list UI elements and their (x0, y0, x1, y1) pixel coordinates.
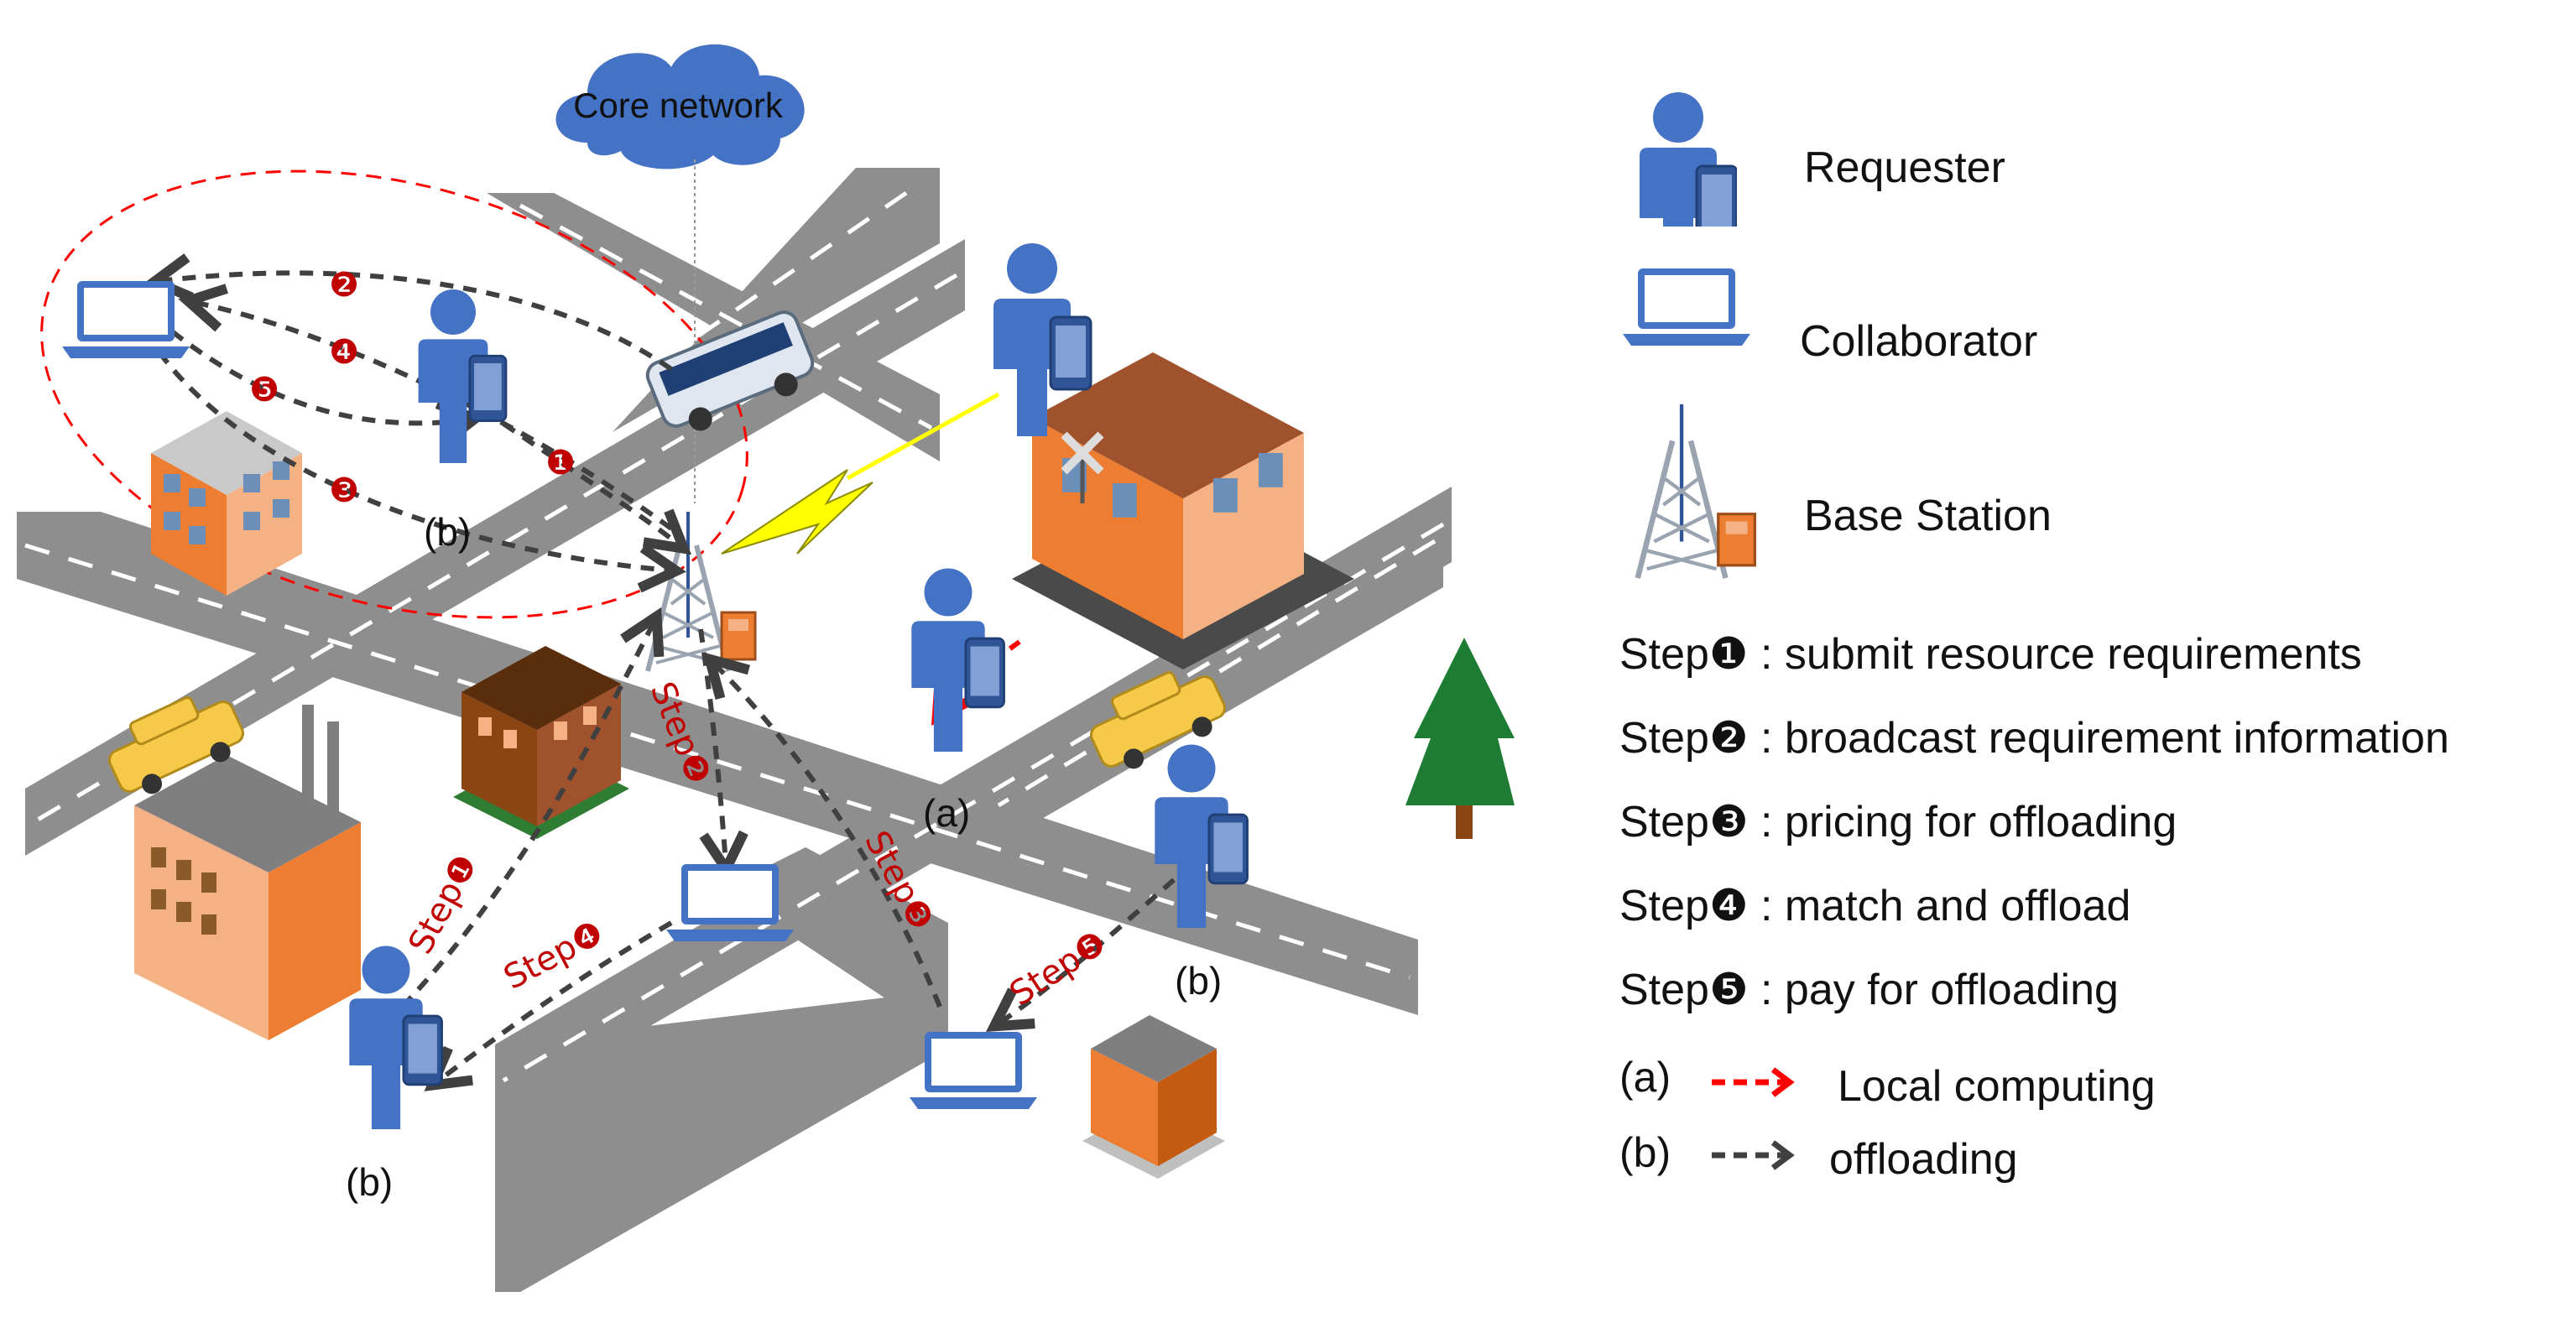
base-station-tower (638, 512, 755, 671)
step-circles: ❷ ❹ ❺ ❸ ❶ (249, 266, 576, 510)
legend-offload-label: offloading (1829, 1135, 2018, 1184)
requester-center-a (910, 567, 1005, 753)
core-network-cloud: Core network (555, 44, 805, 503)
legend-local-label: Local computing (1838, 1062, 2156, 1111)
requester-bottom-left-b (347, 945, 443, 1131)
bus (645, 310, 815, 431)
label-a-center: (a) (923, 791, 970, 835)
school-building (453, 646, 629, 839)
collaborator-laptop-bottom (910, 1032, 1037, 1109)
circle-step-3: ❸ (329, 471, 359, 510)
legend-local-key: (a) (1619, 1054, 1671, 1101)
taxi-right (1089, 671, 1227, 769)
legend-step-2: Step❷ : broadcast requirement informatio… (1619, 714, 2449, 763)
legend-step-1: Step❶ : submit resource requirements (1619, 630, 2362, 679)
legend-base-station-icon (1611, 386, 1770, 587)
legend-collaborator-icon (1623, 268, 1750, 346)
factory-building (134, 705, 361, 1040)
house-building (1082, 1015, 1225, 1179)
legend: Requester Collaborator Base Station Step… (1594, 76, 2568, 1250)
label-b-bottom-left: (b) (346, 1160, 393, 1204)
network-scene: Core network (17, 44, 1515, 1292)
wireless-link-bolt (721, 469, 873, 555)
legend-step-4: Step❹ : match and offload (1619, 882, 2131, 930)
railway-crossing-sign (1061, 431, 1104, 503)
circle-step-1: ❶ (545, 444, 576, 482)
legend-requester-label: Requester (1804, 143, 2005, 192)
label-b-right: (b) (1175, 959, 1222, 1003)
circle-step-2: ❷ (329, 266, 359, 305)
road-step-1: Step❶ (401, 848, 485, 961)
tree (1405, 638, 1515, 839)
taxi-left (107, 696, 245, 794)
legend-offload-key: (b) (1619, 1129, 1671, 1176)
coverage-ellipse (40, 169, 748, 619)
core-network-label: Core network (573, 86, 784, 125)
requester-top-left (417, 288, 508, 465)
legend-step-3: Step❸ : pricing for offloading (1619, 798, 2177, 846)
road-step-4: Step❹ (498, 914, 610, 997)
scene-labels: (b) (a) (b) (b) (346, 510, 1222, 1204)
label-b-top-left: (b) (424, 510, 471, 554)
legend-base-station-label: Base Station (1804, 492, 2052, 540)
road-step-5: Step❺ (1003, 924, 1113, 1014)
legend-local-arrow (1712, 1067, 1795, 1097)
collaborator-laptop-top-left (62, 281, 190, 358)
legend-offload-arrow (1712, 1140, 1795, 1170)
legend-collaborator-label: Collaborator (1800, 317, 2038, 366)
circle-step-4: ❹ (329, 333, 359, 372)
legend-step-5: Step❺ : pay for offloading (1619, 966, 2119, 1014)
collaborator-laptop-center (666, 864, 794, 941)
legend-requester-icon (1638, 91, 1737, 227)
circle-step-5: ❺ (249, 371, 279, 409)
